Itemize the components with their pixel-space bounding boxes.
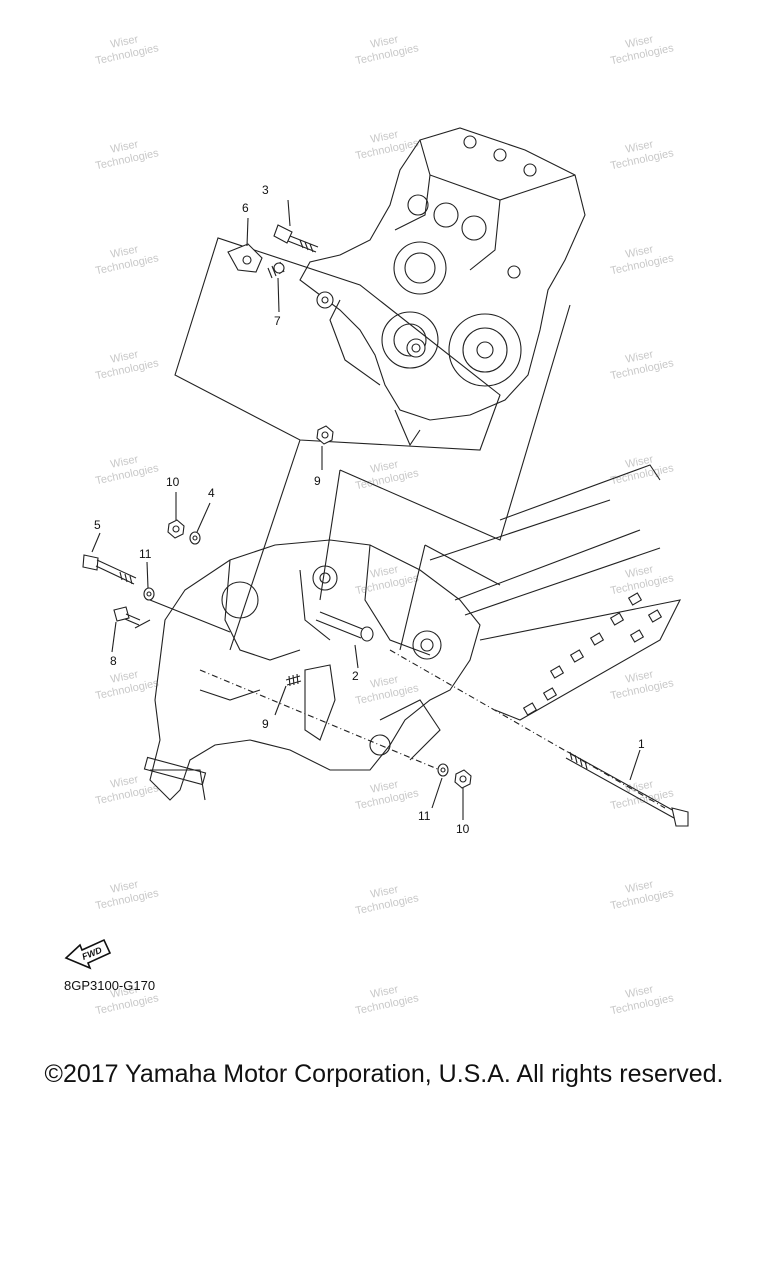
spring-part-7: [267, 261, 285, 279]
callout-1: 1: [638, 737, 645, 751]
watermark-line1: Wiser: [109, 453, 139, 471]
watermark-line1: Wiser: [624, 878, 654, 896]
tunnel-rails: [429, 464, 681, 721]
callout-2: 2: [352, 669, 359, 683]
watermark-line1: Wiser: [369, 33, 399, 51]
callout-6: 6: [242, 201, 249, 215]
nut-part-10-right: [454, 769, 472, 789]
callout-11-right: 11: [418, 809, 431, 823]
watermark-line1: Wiser: [624, 983, 654, 1001]
bracket-part-6: [227, 243, 263, 273]
bolt-part-5: [82, 554, 137, 585]
fasteners: [82, 224, 689, 827]
watermark-line1: Wiser: [624, 33, 654, 51]
watermark-line1: Wiser: [369, 128, 399, 146]
callout-3: 3: [262, 183, 269, 197]
callout-8: 8: [110, 654, 117, 668]
callout-11-left: 11: [139, 547, 152, 561]
callout-9: 9: [262, 717, 269, 731]
copyright-notice: ©2017 Yamaha Motor Corporation, U.S.A. A…: [44, 1060, 724, 1088]
washer-part-11-right: [437, 763, 449, 777]
callout-4: 4: [208, 486, 215, 500]
collar-part-2: [315, 611, 374, 642]
callout-10-right: 10: [456, 822, 470, 836]
watermark-line1: Wiser: [109, 983, 139, 1001]
stud-part-9: [285, 673, 302, 687]
watermark-line1: Wiser: [369, 458, 399, 476]
bolt-part-3: [273, 224, 319, 253]
watermark-line1: Wiser: [109, 33, 139, 51]
nut-part-10-left: [167, 519, 185, 539]
callout-7: 7: [274, 314, 281, 328]
fwd-label: FWD: [81, 945, 104, 962]
watermark-line1: Wiser: [369, 883, 399, 901]
watermark-line1: Wiser: [369, 673, 399, 691]
watermark-line1: Wiser: [624, 348, 654, 366]
watermark-line1: Wiser: [109, 348, 139, 366]
reference-lines: [134, 237, 666, 809]
watermark-line1: Wiser: [369, 778, 399, 796]
watermark-line1: Wiser: [369, 563, 399, 581]
diagram-part-code: 8GP3100-G170: [64, 978, 156, 993]
leader-lines: [91, 199, 641, 820]
callout-labels: 3 6 7 9 10 4 5 11 8 2 9 1 11 10: [94, 183, 645, 836]
watermark-line1: Wiser: [624, 563, 654, 581]
watermark-line1: Wiser: [624, 243, 654, 261]
watermark-line1: Wiser: [109, 668, 139, 686]
nut-part-10-upper: [316, 425, 334, 445]
watermark-line1: Wiser: [624, 138, 654, 156]
bolt-part-8: [113, 606, 141, 626]
washer-part-11-left: [143, 587, 155, 601]
watermark-line1: Wiser: [624, 778, 654, 796]
watermark-line1: Wiser: [624, 668, 654, 686]
watermark-line1: Wiser: [109, 878, 139, 896]
watermark-line1: Wiser: [109, 243, 139, 261]
callout-5: 5: [94, 518, 101, 532]
callout-10-upper: 9: [314, 474, 321, 488]
watermark-line1: Wiser: [369, 983, 399, 1001]
washer-part-4: [189, 531, 201, 545]
bolt-part-1: [565, 751, 689, 827]
engine-assembly: [299, 127, 586, 447]
watermark-line1: Wiser: [109, 138, 139, 156]
callout-10-left: 10: [166, 475, 180, 489]
fwd-arrow-icon: FWD: [64, 938, 112, 970]
frame-assembly: [143, 539, 481, 801]
watermark-line1: Wiser: [109, 773, 139, 791]
